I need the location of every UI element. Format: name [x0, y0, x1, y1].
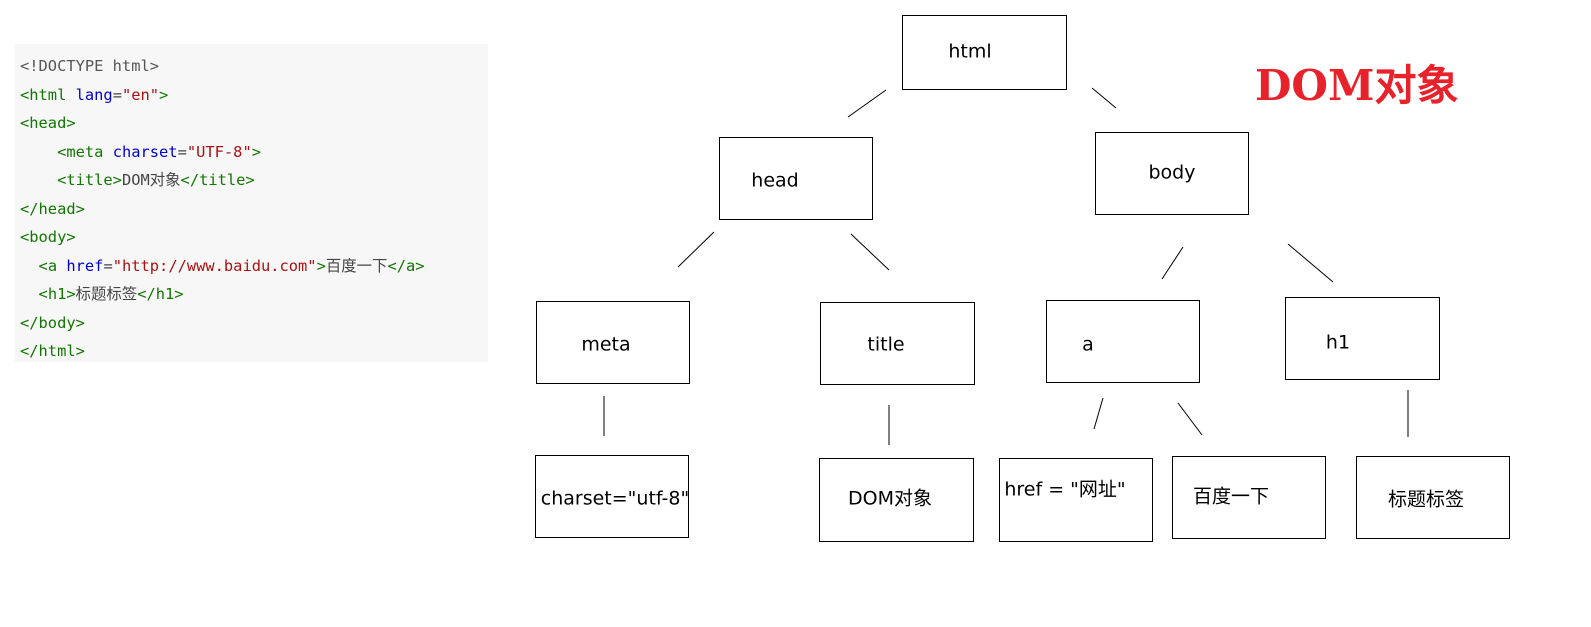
code-token: =	[103, 256, 113, 275]
node-html: html	[902, 15, 1067, 90]
code-token: >	[159, 85, 169, 104]
code-token: <a	[38, 256, 67, 275]
edge-head-meta	[677, 231, 715, 268]
node-box	[820, 302, 975, 385]
code-token: "en"	[121, 85, 160, 104]
code-line: <a href="http://www.baidu.com">百度一下</a>	[15, 252, 488, 281]
code-token: <html	[20, 85, 76, 104]
code-line: <body>	[15, 223, 488, 252]
node-label: h1	[1326, 332, 1350, 354]
code-token: 标题标签	[75, 285, 138, 303]
code-line: <html lang="en">	[15, 81, 488, 110]
code-token: DOM对象	[121, 171, 181, 189]
code-token: <body>	[20, 228, 76, 246]
code-line: </html>	[15, 337, 488, 366]
code-line: </head>	[15, 195, 488, 224]
code-token: >	[316, 256, 326, 275]
node-box	[819, 458, 974, 542]
code-token: </head>	[20, 199, 85, 218]
node-box	[535, 455, 689, 538]
edge-a-baidu-text	[1177, 402, 1203, 436]
code-line: <h1>标题标签</h1>	[15, 280, 488, 309]
code-line: <head>	[15, 109, 488, 138]
node-label: html	[948, 41, 991, 63]
node-charset: charset="utf-8"	[535, 455, 689, 538]
code-line: <title>DOM对象</title>	[15, 166, 488, 195]
code-token: charset	[112, 142, 178, 161]
edge-body-a	[1161, 246, 1184, 280]
code-token: <!DOCTYPE html>	[20, 57, 159, 75]
node-baidu-text: 百度一下	[1172, 456, 1326, 539]
node-box	[1285, 297, 1440, 380]
code-panel: <!DOCTYPE html><html lang="en"><head> <m…	[15, 44, 488, 362]
code-token: <meta	[57, 142, 113, 161]
node-box	[1046, 300, 1200, 383]
node-label: charset="utf-8"	[541, 488, 689, 510]
node-box	[1356, 456, 1510, 539]
code-line: </body>	[15, 309, 488, 338]
node-head: head	[719, 137, 873, 220]
node-h1: h1	[1285, 297, 1440, 380]
code-line: <meta charset="UTF-8">	[15, 138, 488, 167]
node-label: meta	[581, 334, 630, 356]
node-a: a	[1046, 300, 1200, 383]
node-box	[1095, 132, 1249, 215]
node-label: 百度一下	[1193, 486, 1269, 508]
node-body: body	[1095, 132, 1249, 215]
code-token: </a>	[387, 256, 425, 275]
edge-html-head	[847, 89, 887, 118]
code-token: 百度一下	[325, 256, 388, 275]
code-token: <h1>	[38, 285, 76, 303]
node-label: DOM对象	[848, 488, 932, 510]
node-label: head	[751, 170, 798, 192]
node-label: body	[1149, 162, 1196, 184]
node-title: title	[820, 302, 975, 385]
code-token: lang	[75, 85, 113, 104]
node-label: 标题标签	[1388, 489, 1464, 511]
code-token: </html>	[20, 342, 85, 360]
code-token: </body>	[20, 313, 85, 332]
code-token: "http://www.baidu.com"	[112, 256, 317, 275]
edge-a-href	[1093, 397, 1104, 430]
code-token: </h1>	[137, 285, 184, 303]
code-token: >	[251, 142, 261, 161]
node-label: a	[1082, 334, 1094, 356]
code-token: <title>	[57, 171, 122, 189]
code-token: </title>	[180, 171, 255, 189]
edge-head-title	[850, 233, 890, 271]
code-line: <!DOCTYPE html>	[15, 52, 488, 81]
code-token: =	[112, 85, 122, 104]
node-box	[1172, 456, 1326, 539]
diagram-title: DOM对象	[1255, 61, 1459, 110]
code-token: "UTF-8"	[186, 142, 252, 161]
edge-body-h1	[1287, 243, 1334, 283]
node-h1-text: 标题标签	[1356, 456, 1510, 539]
node-box	[536, 301, 690, 384]
code-token: href	[66, 256, 104, 275]
node-dom-text: DOM对象	[819, 458, 974, 542]
edge-html-body	[1091, 87, 1117, 109]
code-token: <head>	[20, 114, 76, 132]
node-meta: meta	[536, 301, 690, 384]
node-label: title	[867, 334, 904, 356]
code-token: =	[177, 142, 187, 161]
node-label: href = "网址"	[1004, 479, 1125, 501]
node-box	[719, 137, 873, 220]
node-box	[999, 458, 1153, 542]
node-box	[902, 15, 1067, 90]
node-href: href = "网址"	[999, 458, 1153, 542]
